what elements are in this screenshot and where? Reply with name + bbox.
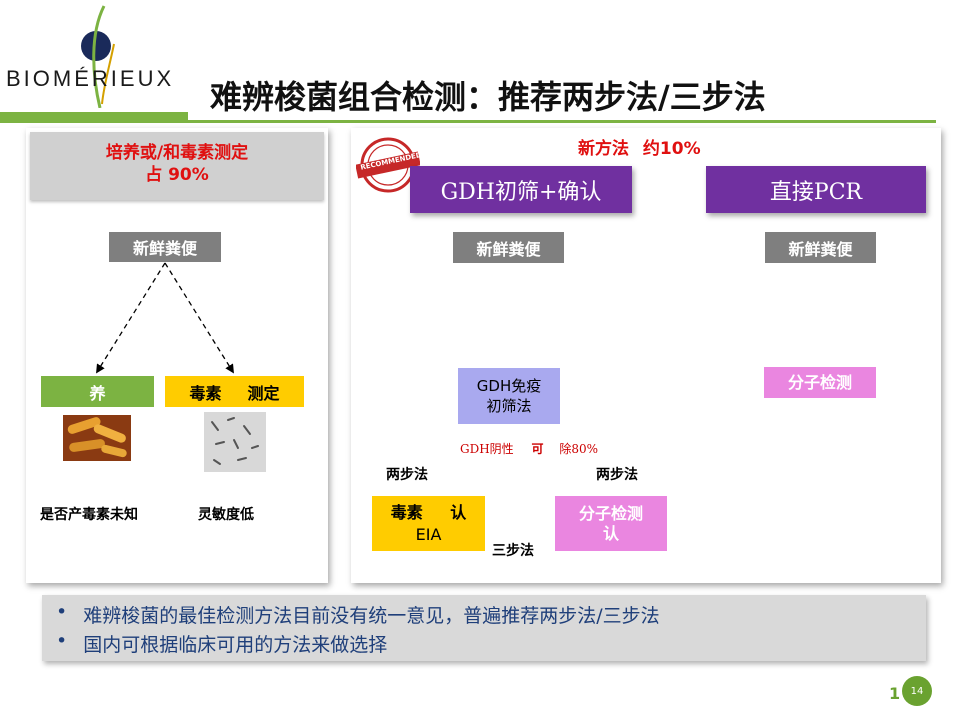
gdh-neg-c: 除80% <box>559 442 599 456</box>
recommended-stamp: RECOMMENDED <box>355 136 422 194</box>
molecular-confirm-line1: 分子检测 <box>578 503 643 523</box>
logo-emblem-icon <box>81 5 115 108</box>
bacteria-microscopy-image <box>204 412 266 472</box>
arrow-to-culture <box>96 262 166 374</box>
eia-confirm-line2: EIA <box>415 524 442 544</box>
header-rule <box>0 120 936 123</box>
gdh-screening-line2: 初筛法 <box>486 397 532 415</box>
bullet-item-2: • 国内可根据临床可用的方法来做选择 <box>56 630 387 657</box>
bullet-text-1: 难辨梭菌的最佳检测方法目前没有统一意见，普遍推荐两步法/三步法 <box>83 605 660 627</box>
gdh-screening-line1: GDH免疫 <box>476 377 542 395</box>
recommended-stamp-icon <box>355 137 421 193</box>
header-accent-bar <box>0 112 188 121</box>
three-step-label: 三步法 <box>492 543 534 559</box>
toxin-test-label-b: 测定 <box>247 383 280 403</box>
new-method-b: 约10% <box>642 139 701 159</box>
two-step-label-left: 两步法 <box>386 467 428 483</box>
left-panel-header: 培养或/和毒素测定 占 90% <box>30 132 324 200</box>
molecular-confirm-line2: 认 <box>602 523 619 543</box>
left-panel <box>26 128 328 583</box>
gdh-neg-b: 可 <box>531 442 544 456</box>
toxin-test-label-a: 毒素 <box>189 383 222 403</box>
arrow-to-toxin <box>164 262 234 374</box>
gdh-header-box: GDH初筛+确认 <box>410 166 632 213</box>
toxin-test-box: 毒素 测定 <box>165 376 304 407</box>
molecular-confirm-box: 分子检测 认 <box>555 496 667 551</box>
sample-box-left: 新鲜粪便 <box>109 232 221 262</box>
bullet-item-1: • 难辨梭菌的最佳检测方法目前没有统一意见，普遍推荐两步法/三步法 <box>56 601 660 628</box>
brand-logo: BIOMÉRIEUX <box>0 0 200 112</box>
gdh-neg-a: GDH阴性 <box>460 442 514 456</box>
bullet-text-2: 国内可根据临床可用的方法来做选择 <box>83 634 388 656</box>
culture-box: 养 <box>41 376 154 407</box>
left-header-line2: 占 90% <box>145 165 209 185</box>
note-low-sensitivity: 灵敏度低 <box>198 507 254 523</box>
molecular-detection-box: 分子检测 <box>764 367 876 398</box>
logo-text: BIOMÉRIEUX <box>6 66 175 91</box>
bullet-dot-icon: • <box>56 630 68 652</box>
sample-box-pcr: 新鲜粪便 <box>765 232 876 263</box>
eia-confirm-a: 毒素 <box>390 502 423 522</box>
slide-title: 难辨梭菌组合检测：推荐两步法/三步法 <box>210 78 766 116</box>
new-method-a: 新方法 <box>578 139 629 159</box>
summary-bullets: • 难辨梭菌的最佳检测方法目前没有统一意见，普遍推荐两步法/三步法 • 国内可根… <box>42 595 926 661</box>
bullet-dot-icon: • <box>56 601 68 623</box>
page-number-shadow: 1 <box>889 684 901 703</box>
eia-confirm-line1: 毒素 认 <box>391 502 467 524</box>
new-method-label: 新方法 约10% <box>578 134 701 159</box>
pcr-header-box: 直接PCR <box>706 166 926 213</box>
two-step-label-right: 两步法 <box>596 467 638 483</box>
gdh-screening-box: GDH免疫 初筛法 <box>458 368 560 424</box>
eia-confirm-b: 认 <box>450 502 467 522</box>
note-toxin-unknown: 是否产毒素未知 <box>40 507 138 523</box>
sample-box-gdh: 新鲜粪便 <box>453 232 564 263</box>
gdh-negative-note: GDH阴性 可 除80% <box>460 440 598 457</box>
page-number-badge: 14 <box>902 676 932 706</box>
left-header-line1: 培养或/和毒素测定 <box>105 143 249 163</box>
eia-confirm-box: 毒素 认 EIA <box>372 496 485 551</box>
bacteria-culture-image <box>63 415 131 461</box>
